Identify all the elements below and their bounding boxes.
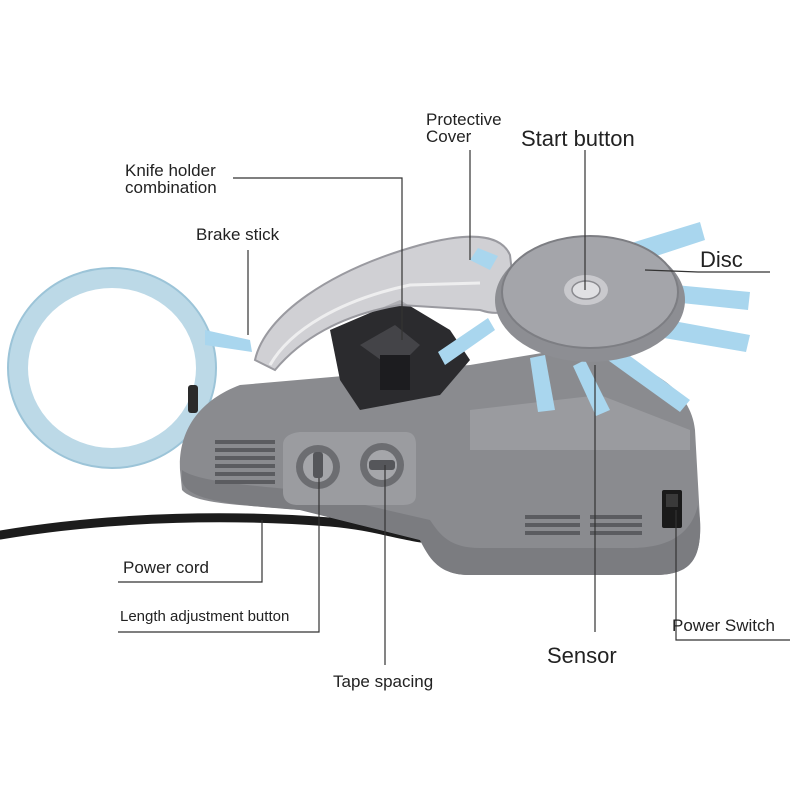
length-adjustment-line bbox=[118, 478, 320, 633]
knife-holder-line bbox=[233, 177, 403, 340]
power-cord-line bbox=[118, 520, 263, 583]
knife-holder-label-line2: combination bbox=[125, 178, 217, 197]
protective-cover-label-line1: Protective bbox=[426, 110, 502, 129]
knife-holder-label-line1: Knife holder bbox=[125, 161, 216, 180]
disc-line bbox=[644, 269, 770, 273]
protective-cover-label-line2: Cover bbox=[426, 127, 472, 146]
length-adjustment-label: Length adjustment button bbox=[120, 608, 290, 625]
sensor-label: Sensor bbox=[547, 643, 617, 668]
disc-tape-strips bbox=[438, 222, 750, 416]
power-cord-label: Power cord bbox=[123, 558, 209, 577]
knife-holder-mechanism bbox=[330, 300, 470, 410]
power-switch-line bbox=[675, 510, 790, 641]
brake-stick-label: Brake stick bbox=[196, 225, 280, 244]
dispenser-body bbox=[179, 350, 701, 575]
callout-lines bbox=[118, 150, 790, 665]
tape-roll bbox=[7, 267, 252, 469]
power-switch-label: Power Switch bbox=[672, 616, 775, 635]
tape-spacing-label: Tape spacing bbox=[333, 672, 434, 691]
start-button-label: Start button bbox=[521, 126, 635, 151]
protective-cover-label: Protective Cover bbox=[426, 111, 502, 145]
protective-cover bbox=[253, 235, 517, 372]
disc-label: Disc bbox=[700, 247, 743, 272]
knife-holder-label: Knife holder combination bbox=[125, 162, 217, 196]
disc bbox=[495, 235, 685, 362]
